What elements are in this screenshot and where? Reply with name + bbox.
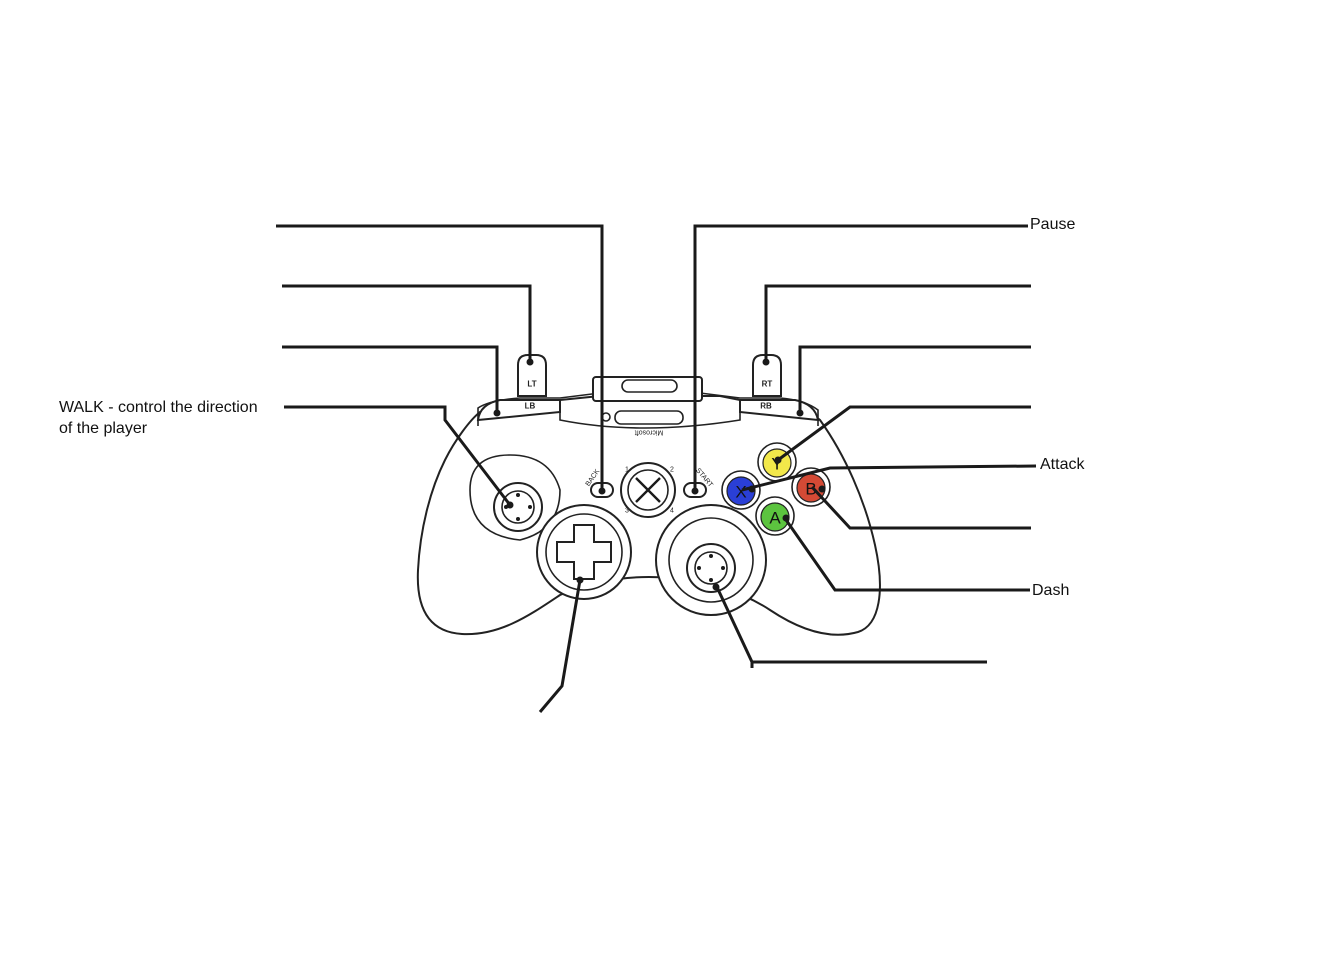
- player-indicator-1: 1: [625, 467, 629, 474]
- callout-endpoints: [493, 358, 826, 591]
- callout-line-right-stick: [714, 584, 987, 668]
- right-stick[interactable]: [655, 504, 767, 616]
- left-stick[interactable]: [469, 454, 561, 541]
- a-button[interactable]: A: [755, 496, 795, 536]
- x-button-label: X: [735, 483, 746, 502]
- dash-callout-label: Dash: [1032, 582, 1070, 599]
- callout-line-back: [276, 224, 604, 491]
- right-bumper-label: RB: [760, 402, 772, 411]
- player-indicator-4: 4: [670, 508, 674, 515]
- x-button[interactable]: X: [721, 470, 761, 510]
- y-button-label: Y: [771, 455, 782, 474]
- attack-callout-label: Attack: [1040, 456, 1085, 473]
- right-trigger[interactable]: RT: [752, 354, 782, 397]
- right-trigger-label: RT: [762, 380, 773, 389]
- callout-line-dash: [782, 516, 1030, 592]
- callout-line-right-trigger: [764, 284, 1031, 360]
- callout-line-b: [810, 485, 1031, 530]
- b-button-label: B: [805, 480, 816, 499]
- pause-callout-label: Pause: [1030, 216, 1076, 233]
- guide-button[interactable]: [620, 462, 676, 518]
- walk-callout-label: WALK - control the direction of the play…: [59, 399, 258, 437]
- left-trigger-label: LT: [527, 380, 536, 389]
- callout-line-left-bumper: [282, 345, 499, 413]
- a-button-label: A: [769, 509, 781, 528]
- callout-line-left-trigger: [282, 284, 532, 360]
- callout-line-d-pad: [538, 579, 582, 713]
- brand-text: Microsoft: [635, 429, 663, 436]
- d-pad[interactable]: [536, 504, 632, 600]
- left-trigger[interactable]: LT: [517, 354, 547, 397]
- callout-line-right-bumper: [798, 345, 1031, 413]
- callout-line-attack: [741, 464, 1037, 492]
- left-bumper-label: LB: [525, 402, 536, 411]
- callout-line-walk: [284, 405, 512, 506]
- callout-line-pause: [693, 224, 1028, 491]
- callout-lines: [276, 224, 1037, 713]
- player-indicator-2: 2: [670, 467, 674, 474]
- player-indicator-3: 3: [625, 508, 629, 515]
- callout-line-y: [777, 405, 1031, 462]
